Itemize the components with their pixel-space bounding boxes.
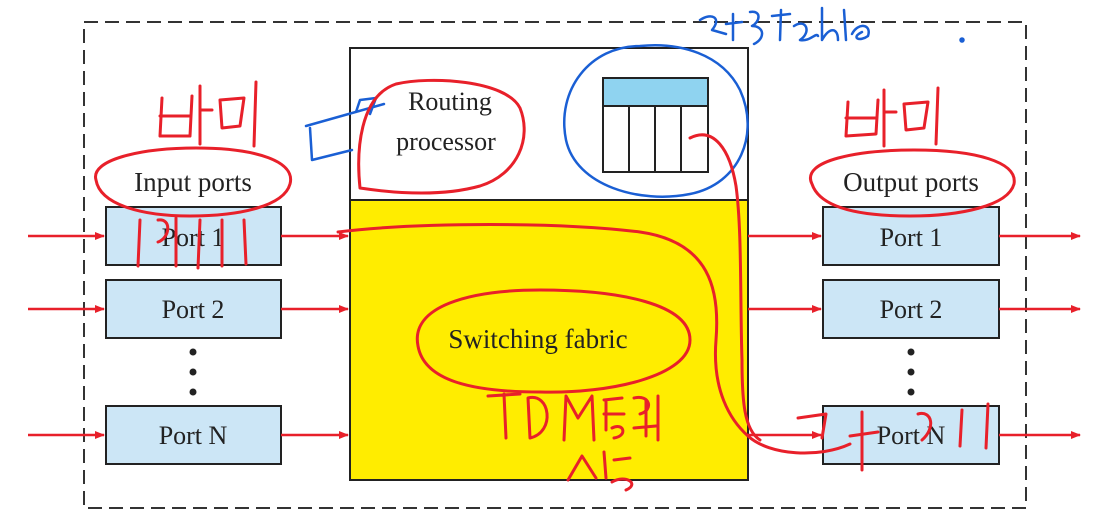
handwritten-annotations bbox=[94, 6, 1016, 492]
output-port-1-label: Port 1 bbox=[880, 223, 943, 252]
handwritten-ellipse-output-heading bbox=[808, 148, 1016, 218]
handwritten-routing-table-label bbox=[698, 6, 965, 46]
input-port-n: Port N bbox=[105, 405, 282, 465]
handwritten-hook-routing-table bbox=[688, 133, 762, 442]
input-ellipsis bbox=[189, 348, 197, 396]
input-port-1: Port 1 bbox=[105, 206, 282, 266]
handwritten-output-label bbox=[844, 86, 940, 148]
output-port-n-label: Port N bbox=[877, 421, 946, 450]
output-ellipsis bbox=[907, 348, 915, 396]
input-port-2: Port 2 bbox=[105, 279, 282, 339]
handwritten-scribble-output-port-n bbox=[796, 402, 990, 472]
handwritten-circle-routing-table bbox=[563, 44, 749, 198]
handwritten-tdm-sublabel bbox=[566, 450, 634, 492]
routing-table-icon bbox=[602, 77, 709, 173]
input-port-2-label: Port 2 bbox=[162, 295, 225, 324]
handwritten-ellipse-switching-fabric bbox=[415, 288, 692, 394]
routing-processor-line1: Routing bbox=[408, 87, 492, 116]
handwritten-tdm-label bbox=[486, 392, 660, 442]
input-port-1-label: Port 1 bbox=[162, 223, 225, 252]
switching-fabric-label: Switching fabric bbox=[448, 324, 627, 354]
handwritten-ellipse-input-heading bbox=[94, 146, 293, 218]
handwritten-scribble-input-port-1 bbox=[136, 216, 248, 270]
router-boundary bbox=[83, 21, 1027, 509]
input-port-n-label: Port N bbox=[159, 421, 228, 450]
routing-processor-line2: processor bbox=[396, 127, 496, 156]
handwritten-input-label bbox=[158, 80, 258, 148]
input-ports-heading: Input ports bbox=[134, 167, 252, 197]
handwritten-path-fabric bbox=[336, 223, 852, 455]
handwritten-loop-routing-processor bbox=[357, 78, 526, 195]
output-port-2-label: Port 2 bbox=[880, 295, 943, 324]
output-port-2: Port 2 bbox=[822, 279, 1000, 339]
output-ports-heading: Output ports bbox=[843, 167, 979, 197]
